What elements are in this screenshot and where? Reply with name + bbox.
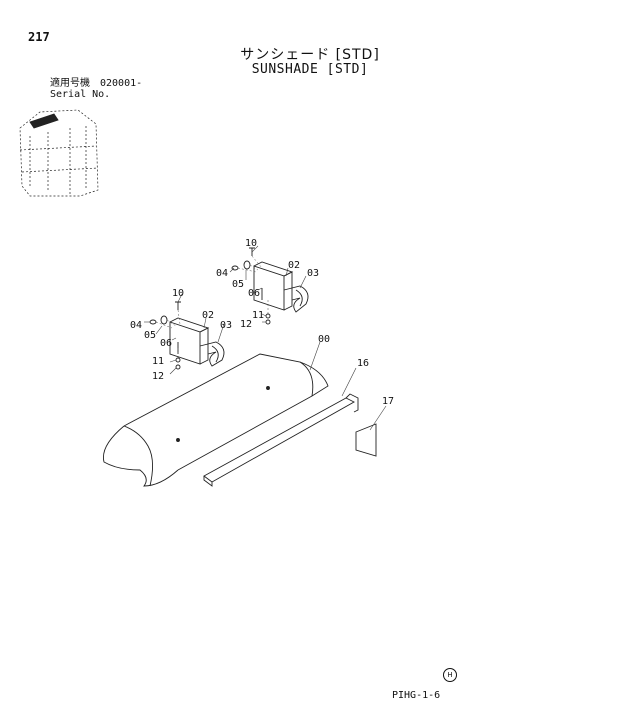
callout-10-lower: 10 [172,288,184,299]
callout-00: 00 [318,334,330,345]
page-number: 217 [28,30,50,44]
callout-10-upper: 10 [245,238,257,249]
callout-04-upper: 04 [216,268,228,279]
upper-leader-lines [237,255,269,314]
page-title-english: SUNSHADE [STD] [251,62,369,77]
callout-11-lower: 11 [152,356,164,367]
callout-04-lower: 04 [130,320,142,331]
serial-label-japanese: 適用号機 [50,78,90,89]
callout-12-lower: 12 [152,371,164,382]
hitachi-logo-icon: H [443,668,457,682]
location-marker [29,113,59,129]
label-plate [355,423,377,457]
callout-05-lower: 05 [144,330,156,341]
callout-05-upper: 05 [232,279,244,290]
callout-leaders [144,245,387,431]
callout-17: 17 [382,396,394,407]
callout-02-upper: 02 [288,260,300,271]
callout-02-lower: 02 [202,310,214,321]
callout-03-upper: 03 [307,268,319,279]
location-thumbnail [19,109,99,197]
footer-page-code: PIHG-1-6 [392,690,441,701]
serial-block: 適用号機 020001- Serial No. [50,78,142,100]
callout-11-upper: 11 [252,310,264,321]
weather-strip [203,393,359,487]
lower-leader-lines [155,309,181,358]
page-title-japanese: サンシェード [STD] [240,47,380,63]
callout-06-lower: 06 [160,338,172,349]
serial-label-english: Serial No. [50,89,111,100]
sunshade-panel [102,353,329,487]
serial-value: 020001- [100,78,143,89]
callout-16: 16 [357,358,369,369]
callout-03-lower: 03 [220,320,232,331]
callout-06-upper: 06 [248,288,260,299]
callout-12-upper: 12 [240,319,252,330]
